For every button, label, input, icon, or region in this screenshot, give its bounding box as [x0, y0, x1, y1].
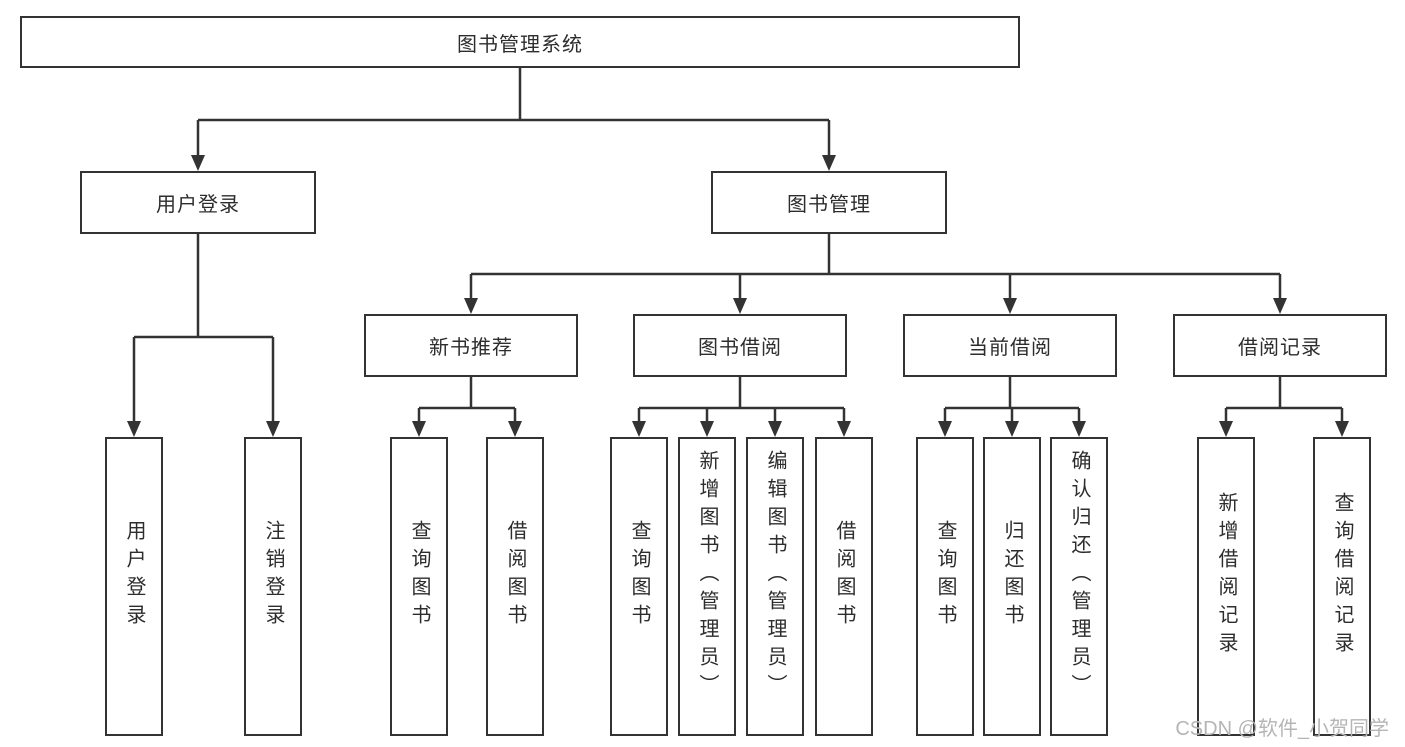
node-borrow-records: 借阅记录	[1173, 314, 1387, 377]
node-book-management-label: 图书管理	[787, 194, 871, 216]
leaf-query-borrow-record: 查询借阅记录	[1313, 437, 1371, 736]
leaf-query-books-recommend: 查询图书	[390, 437, 448, 736]
node-user-login-label: 用户登录	[156, 194, 240, 216]
node-user-login: 用户登录	[80, 171, 316, 234]
leaf-query-books-borrow-label: 查询图书	[628, 519, 650, 632]
leaf-query-books-borrow: 查询图书	[610, 437, 668, 736]
node-book-borrow-label: 图书借阅	[698, 337, 782, 359]
leaf-edit-books-admin-label: 编辑图书（管理员）	[764, 449, 786, 702]
leaf-add-books-admin: 新增图书（管理员）	[678, 437, 736, 736]
node-book-borrow: 图书借阅	[633, 314, 847, 377]
node-root-label: 图书管理系统	[457, 33, 583, 56]
leaf-edit-books-admin: 编辑图书（管理员）	[746, 437, 804, 736]
leaf-confirm-return-admin: 确认归还（管理员）	[1050, 437, 1108, 736]
leaf-user-login-label: 用户登录	[123, 519, 145, 632]
leaf-add-borrow-record: 新增借阅记录	[1197, 437, 1255, 736]
node-current-borrow: 当前借阅	[903, 314, 1117, 377]
leaf-logout: 注销登录	[244, 437, 302, 736]
node-borrow-records-label: 借阅记录	[1238, 337, 1322, 359]
leaf-borrow-books-recommend: 借阅图书	[486, 437, 544, 736]
node-root: 图书管理系统	[20, 16, 1020, 68]
node-new-book-recommend-label: 新书推荐	[429, 337, 513, 359]
leaf-borrow-books: 借阅图书	[815, 437, 873, 736]
watermark: CSDN @软件_小贺同学	[1175, 718, 1389, 740]
leaf-return-books-label: 归还图书	[1001, 519, 1023, 632]
node-book-management: 图书管理	[711, 171, 947, 234]
leaf-query-books-recommend-label: 查询图书	[408, 519, 430, 632]
leaf-user-login: 用户登录	[105, 437, 163, 736]
leaf-add-borrow-record-label: 新增借阅记录	[1215, 491, 1237, 660]
node-current-borrow-label: 当前借阅	[968, 337, 1052, 359]
leaf-return-books: 归还图书	[983, 437, 1041, 736]
leaf-logout-label: 注销登录	[262, 519, 284, 632]
leaf-query-books-current: 查询图书	[916, 437, 974, 736]
leaf-borrow-books-label: 借阅图书	[833, 519, 855, 632]
leaf-add-books-admin-label: 新增图书（管理员）	[696, 449, 718, 702]
leaf-query-borrow-record-label: 查询借阅记录	[1331, 491, 1353, 660]
leaf-confirm-return-admin-label: 确认归还（管理员）	[1068, 449, 1090, 702]
node-new-book-recommend: 新书推荐	[364, 314, 578, 377]
leaf-borrow-books-recommend-label: 借阅图书	[504, 519, 526, 632]
leaf-query-books-current-label: 查询图书	[934, 519, 956, 632]
